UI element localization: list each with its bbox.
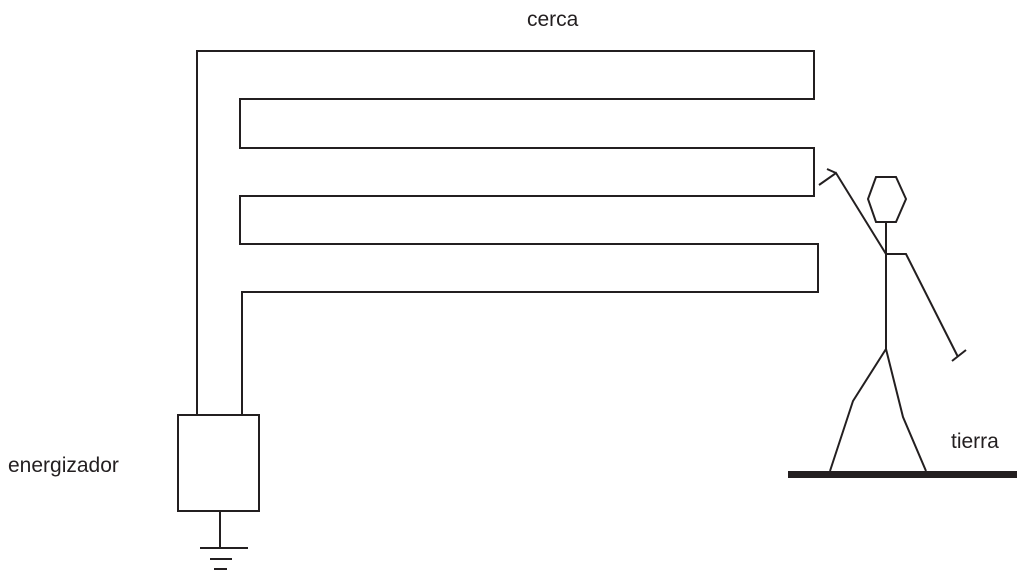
person-figure xyxy=(818,168,967,472)
fence-label: cerca xyxy=(527,8,579,31)
fence-wire xyxy=(196,50,819,415)
energizer-box xyxy=(177,414,260,512)
ground-label: tierra xyxy=(951,430,999,453)
earth-ground-icon xyxy=(200,511,248,570)
ground-bar xyxy=(788,471,1017,478)
person-head xyxy=(866,176,908,223)
energizer-label: energizador xyxy=(8,454,119,477)
